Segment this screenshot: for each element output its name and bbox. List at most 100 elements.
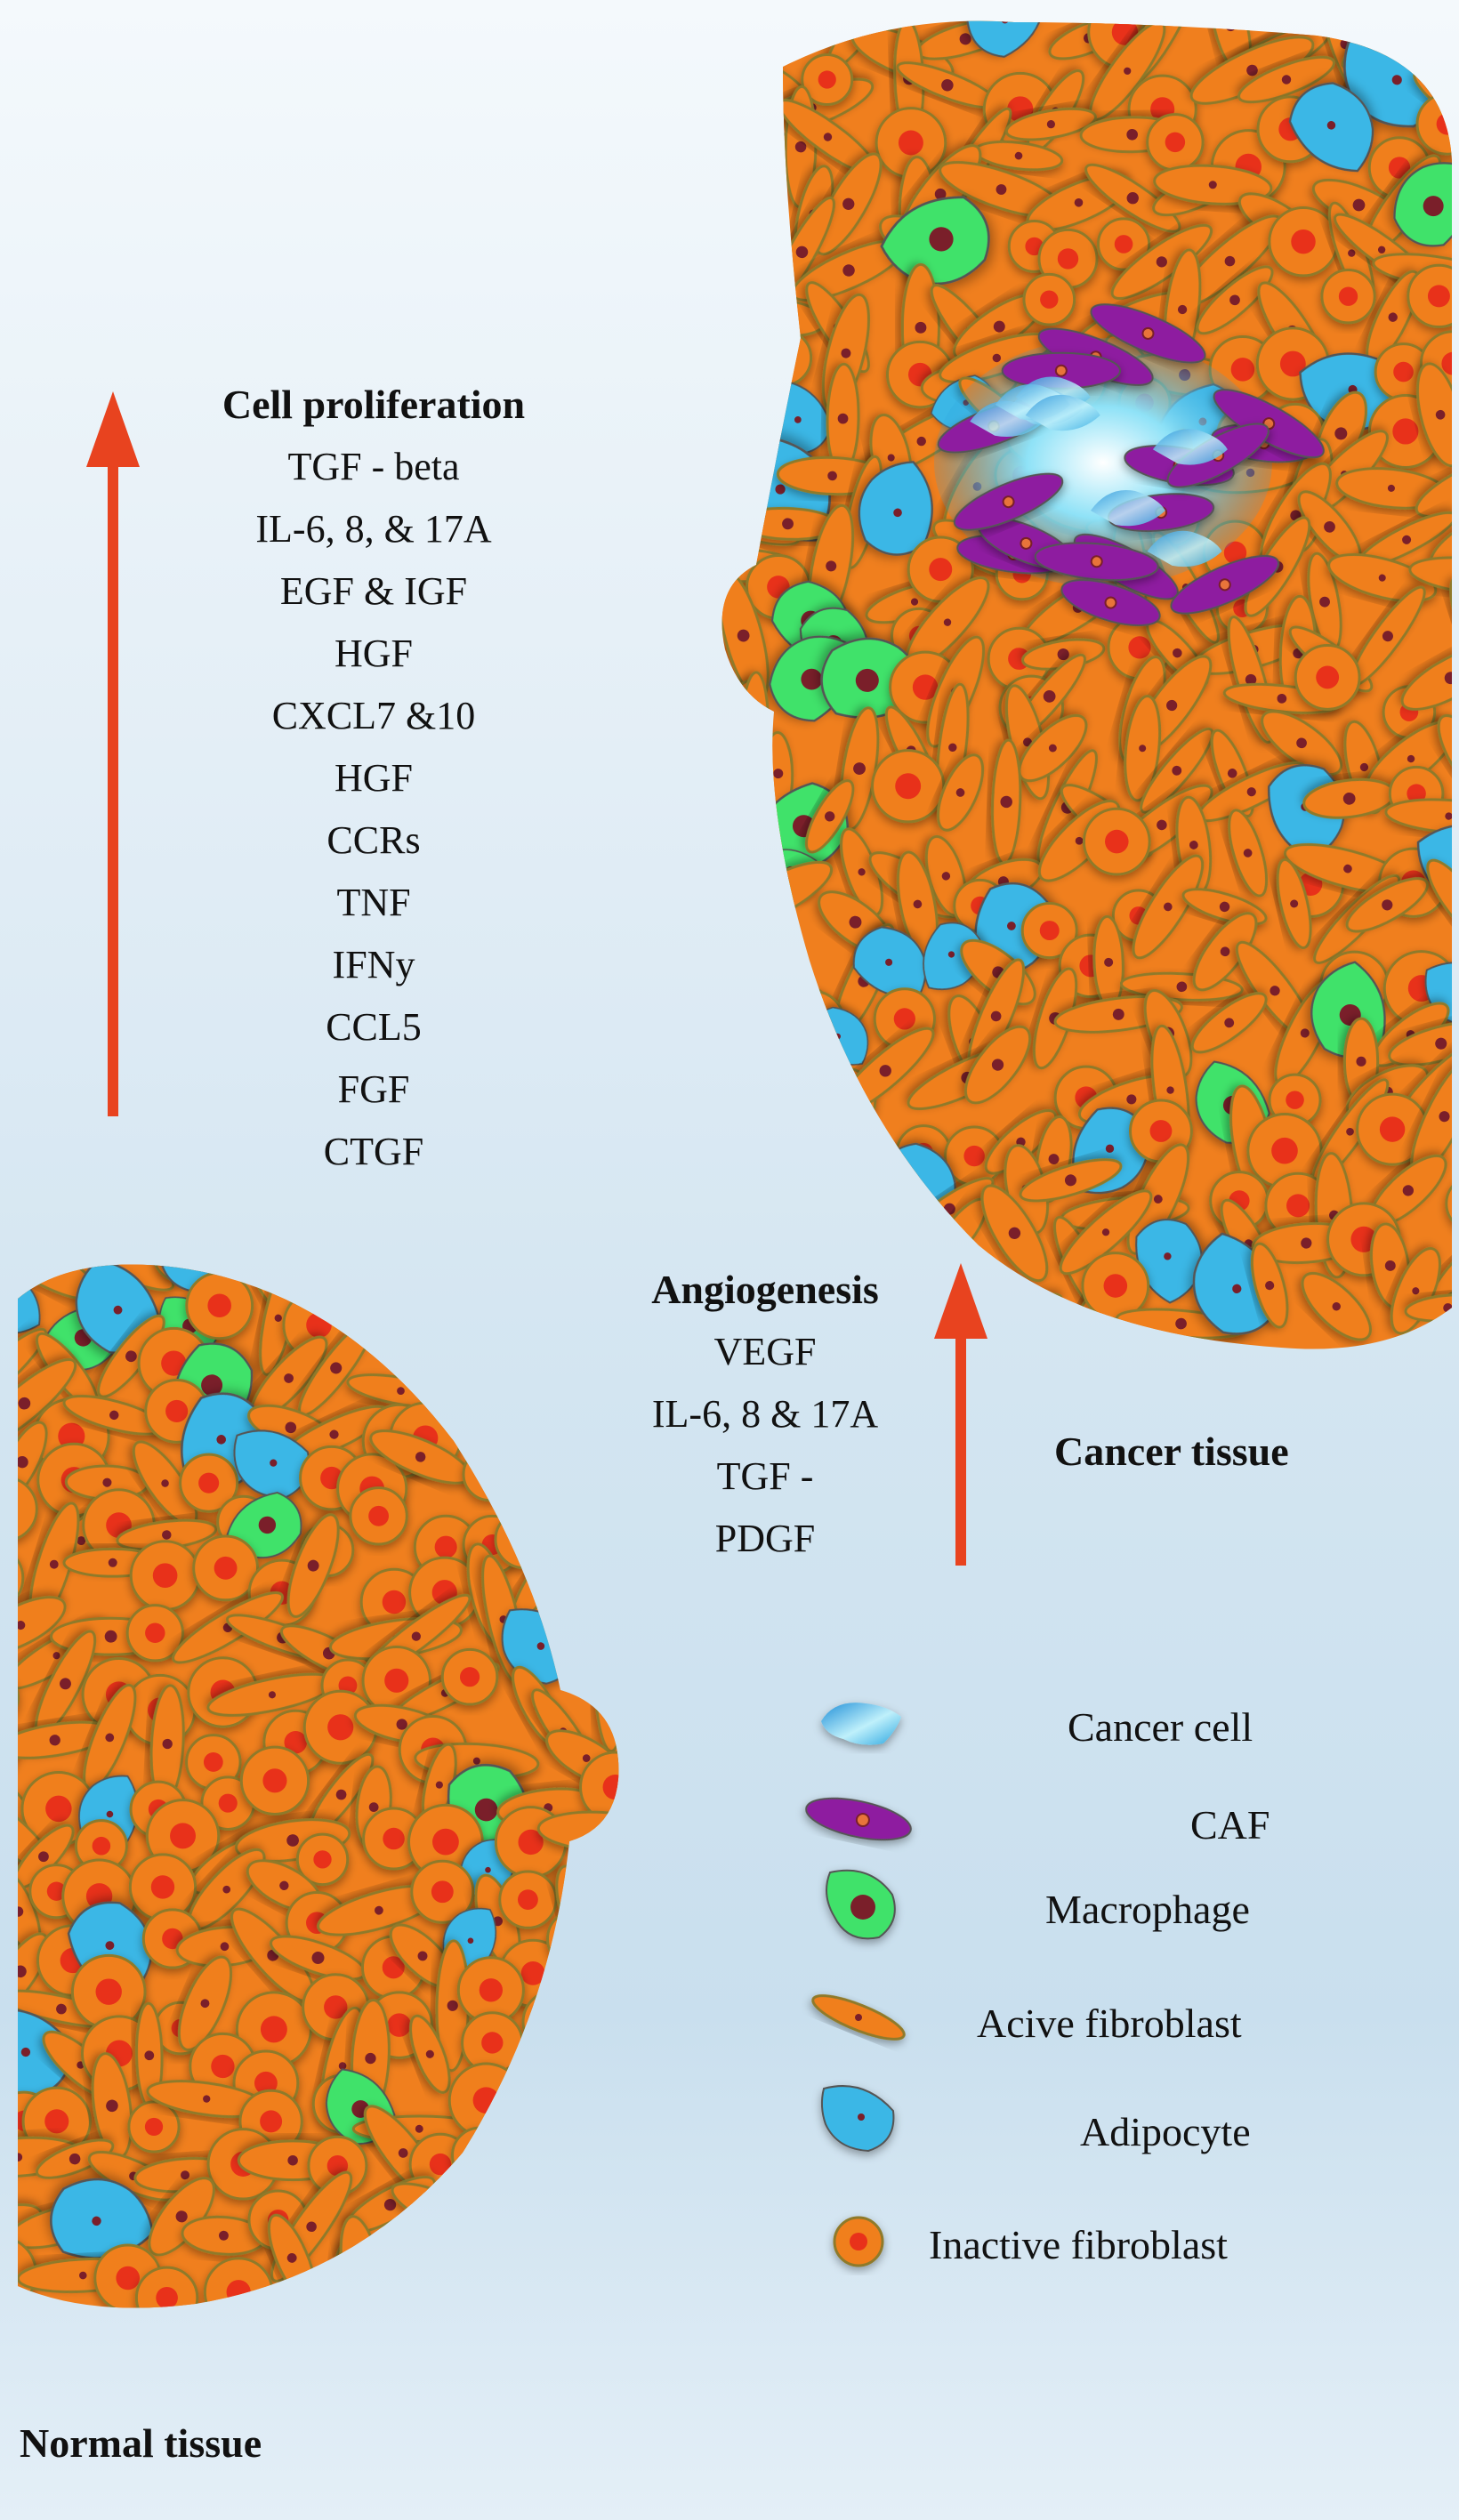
inactive-fibroblast-cell	[192, 1534, 259, 1602]
active-fibroblast-cell	[1059, 1189, 1153, 1276]
caf-cell	[1170, 555, 1280, 615]
active-fibroblast-cell	[18, 1596, 67, 1655]
inactive-fibroblast-cell	[545, 1908, 607, 1969]
active-fibroblast-cell	[292, 1264, 343, 1305]
inactive-fibroblast-cell	[407, 1264, 480, 1290]
inactive-fibroblast-cell	[1294, 643, 1361, 711]
caf-cell	[1060, 579, 1161, 627]
adipocyte-cell	[233, 1429, 310, 1499]
inactive-fibroblast-cell	[134, 2266, 199, 2308]
inactive-fibroblast-cell	[1022, 272, 1076, 326]
active-fibroblast-cell	[1426, 858, 1452, 940]
inactive-fibroblast-icon	[833, 2216, 884, 2267]
inactive-fibroblast-cell	[462, 1446, 518, 1502]
angiogenesis-title: Angiogenesis	[651, 1267, 879, 1312]
proliferation-arrow	[86, 391, 140, 1116]
inactive-fibroblast-cell	[521, 1989, 586, 2055]
inactive-fibroblast-cell	[349, 1486, 408, 1546]
active-fibroblast-cell	[177, 1955, 233, 2051]
inactive-fibroblast-cell	[18, 1671, 20, 1725]
cancer-cell	[1152, 429, 1228, 465]
cell-proliferation-factors: Cell proliferation TGF - beta IL-6, 8, &…	[151, 374, 596, 1183]
inactive-fibroblast-cell	[721, 407, 781, 467]
adipocyte-cell	[721, 20, 750, 91]
inactive-fibroblast-cell	[447, 2062, 525, 2138]
inactive-fibroblast-cell	[576, 1974, 619, 2044]
adipocyte-cell	[766, 1050, 835, 1114]
legend-icons	[805, 1703, 912, 2267]
inactive-fibroblast-cell	[18, 1544, 25, 1612]
inactive-fibroblast-cell	[127, 2100, 181, 2154]
macrophage-cell	[1393, 162, 1452, 247]
inactive-fibroblast-cell	[503, 1264, 557, 1287]
active-fibroblast-cell	[35, 2138, 115, 2179]
caf-cell	[953, 472, 1064, 531]
active-fibroblast-cell	[765, 1130, 842, 1190]
inactive-fibroblast-cell	[362, 1807, 426, 1871]
proliferation-factor: CXCL7 &10	[271, 694, 476, 737]
inactive-fibroblast-cell	[1037, 228, 1099, 289]
active-fibroblast-cell	[1110, 223, 1213, 301]
active-fibroblast-cell	[804, 779, 855, 854]
inactive-fibroblast-cell	[871, 749, 946, 824]
active-fibroblast-cell	[584, 2093, 616, 2205]
inactive-fibroblast-cell	[1320, 269, 1376, 325]
active-fibroblast-cell	[980, 1184, 1049, 1283]
active-fibroblast-cell	[1416, 362, 1452, 468]
inactive-fibroblast-cell	[70, 1953, 147, 2030]
active-fibroblast-cell	[1140, 727, 1214, 814]
inactive-fibroblast-cell	[721, 1043, 794, 1116]
active-fibroblast-cell	[556, 2035, 619, 2107]
active-fibroblast-cell	[721, 1119, 809, 1150]
active-fibroblast-cell	[738, 671, 770, 807]
active-fibroblast-cell	[469, 1376, 525, 1458]
active-fibroblast-cell	[1019, 1158, 1123, 1203]
active-fibroblast-cell	[502, 2101, 616, 2154]
normal-tissue-label: Normal tissue	[20, 2420, 262, 2466]
active-fibroblast-cell	[91, 2052, 133, 2160]
angiogenesis-arrow	[934, 1263, 987, 1566]
proliferation-factor: IFNy	[332, 943, 415, 986]
inactive-fibroblast-cell	[179, 1453, 239, 1513]
cancer-cell	[1025, 394, 1100, 431]
cancer-tissue-label: Cancer tissue	[1054, 1429, 1289, 1474]
caf-cell	[1034, 542, 1159, 582]
inactive-fibroblast-cell	[203, 2257, 274, 2308]
inactive-fibroblast-cell	[1020, 902, 1078, 960]
active-fibroblast-cell	[721, 147, 770, 231]
inactive-fibroblast-cell	[451, 2126, 509, 2185]
active-fibroblast-cell	[439, 1345, 564, 1409]
active-fibroblast-cell	[1261, 710, 1343, 777]
active-fibroblast-cell	[1237, 55, 1335, 104]
active-fibroblast-cell	[1018, 713, 1088, 783]
proliferation-factor: CCRs	[326, 818, 421, 862]
active-fibroblast-cell	[1301, 1271, 1372, 1341]
active-fibroblast-cell	[18, 1720, 114, 1759]
adipocyte-cell	[1288, 82, 1374, 173]
proliferation-factor: HGF	[334, 632, 414, 675]
inactive-fibroblast-cell	[1409, 20, 1452, 59]
inactive-fibroblast-cell	[721, 455, 770, 512]
active-fibroblast-cell	[1276, 857, 1312, 950]
inactive-fibroblast-cell	[585, 1615, 619, 1671]
macrophage-icon	[826, 1869, 896, 1940]
active-fibroblast-cell	[1153, 164, 1273, 205]
inactive-fibroblast-cell	[440, 1647, 499, 1706]
inactive-fibroblast-cell	[125, 1604, 184, 1663]
adipocyte-icon	[820, 2085, 895, 2153]
active-fibroblast-cell	[472, 1264, 527, 1302]
active-fibroblast-cell	[423, 2178, 543, 2233]
inactive-fibroblast-cell	[1081, 1252, 1150, 1320]
active-fibroblast-cell	[721, 1180, 780, 1213]
active-fibroblast-cell	[1327, 552, 1438, 603]
active-fibroblast-cell	[722, 890, 785, 981]
angiogenesis-factor: PDGF	[714, 1517, 816, 1560]
active-fibroblast-cell	[1415, 450, 1452, 519]
inactive-fibroblast-cell	[1082, 807, 1151, 876]
active-fibroblast-cell	[116, 1518, 218, 1551]
inactive-fibroblast-cell	[801, 52, 854, 107]
inactive-fibroblast-cell	[1146, 113, 1205, 172]
normal-tissue-mass	[18, 1264, 619, 2308]
active-fibroblast-cell	[723, 111, 759, 205]
